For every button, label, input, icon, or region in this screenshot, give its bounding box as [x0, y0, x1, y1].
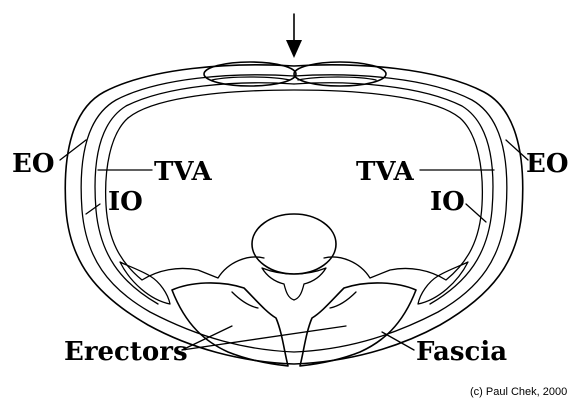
copyright-credit: (c) Paul Chek, 2000	[470, 386, 567, 398]
erector-split-left	[232, 292, 258, 308]
label-erectors: Erectors	[64, 337, 188, 367]
pointer-arrow	[286, 14, 302, 58]
label-tva-right: TVA	[356, 157, 415, 187]
vertebral-process	[262, 268, 326, 300]
erector-split-right	[330, 292, 356, 308]
label-fascia: Fascia	[416, 337, 507, 367]
label-tva-left: TVA	[154, 157, 213, 187]
rectus-inner-left	[212, 77, 290, 80]
label-io-right: IO	[430, 187, 465, 217]
leader-lines	[60, 140, 528, 350]
rectus-inner-right	[298, 77, 376, 80]
vertebral-body	[252, 214, 336, 274]
label-eo-right: EO	[526, 149, 568, 179]
label-eo-left: EO	[12, 149, 54, 179]
erector-left	[172, 283, 288, 366]
label-io-left: IO	[108, 187, 143, 217]
erector-right	[300, 283, 416, 366]
